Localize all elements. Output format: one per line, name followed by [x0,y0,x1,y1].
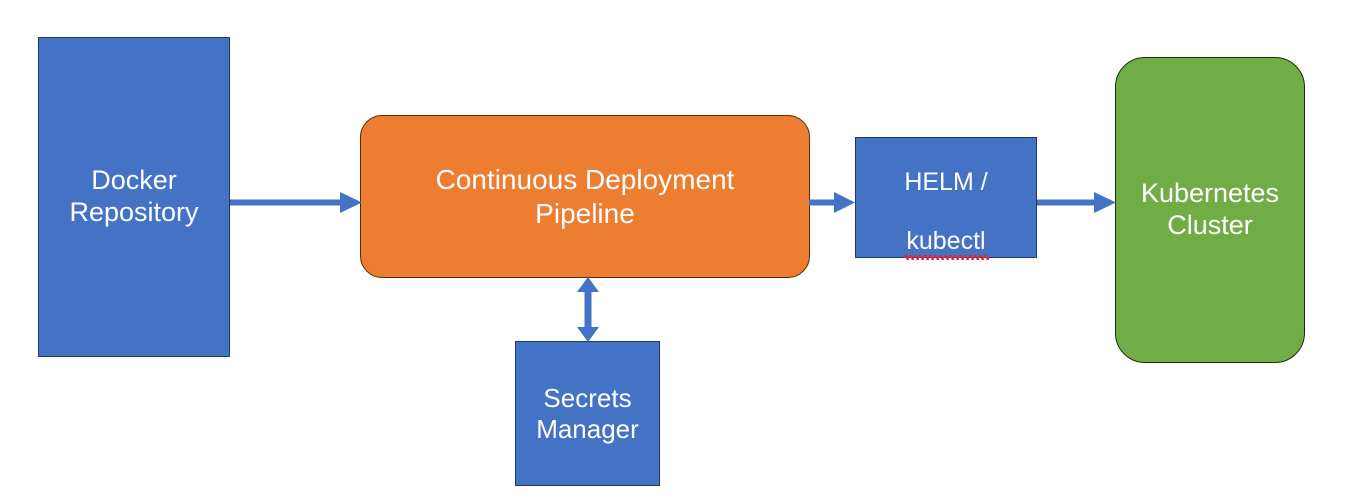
node-kubernetes-cluster[interactable]: Kubernetes Cluster [1115,57,1305,363]
node-docker-repository[interactable]: Docker Repository [38,37,230,357]
arrow-pipeline-to-helm [809,192,855,213]
node-secrets-manager[interactable]: Secrets Manager [515,341,660,486]
kubectl-label-misspelled: kubectl [904,227,989,259]
arrow-helm-to-kubernetes [1037,192,1116,213]
helm-label-line1: HELM / [904,168,988,196]
arrow-secrets-manager-to-pipeline-bidirectional [577,277,599,342]
node-helm-kubectl-label: HELM / kubectl [904,139,989,259]
node-continuous-deployment-pipeline[interactable]: Continuous Deployment Pipeline [360,115,810,278]
node-helm-kubectl[interactable]: HELM / kubectl [855,137,1037,259]
arrow-docker-to-pipeline [230,192,362,213]
